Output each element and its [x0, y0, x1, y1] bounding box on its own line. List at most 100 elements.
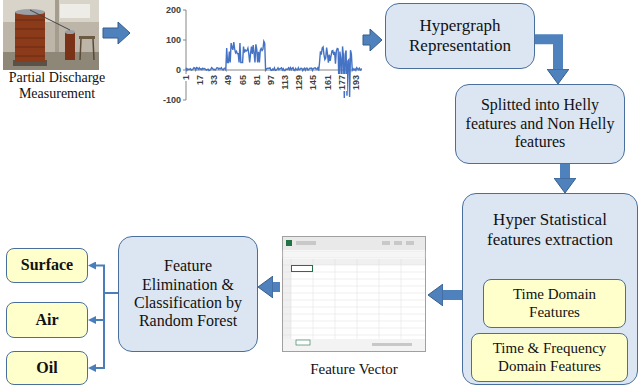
sheet-grid [283, 279, 425, 280]
spreadsheet-picture [283, 237, 425, 250]
branch-arrow [96, 293, 118, 368]
x-tick-label: 97 [266, 74, 276, 86]
block-arrow [535, 39, 558, 69]
sheet-grid [283, 335, 425, 336]
y-tick-label: 100 [150, 35, 182, 45]
x-tick-label: 145 [308, 74, 318, 91]
x-tick-label: 177 [337, 74, 347, 91]
x-tick-label: 193 [351, 74, 361, 91]
spreadsheet-picture [296, 340, 310, 345]
sheet-grid [283, 300, 425, 301]
pd-signal-chart [183, 100, 186, 101]
block-arrow [363, 29, 382, 51]
box-label: Air [35, 311, 58, 329]
pd-signal-chart [183, 10, 186, 11]
measurement-photo [15, 47, 45, 48]
signal-trace [186, 41, 362, 98]
class-box: Air [6, 302, 88, 338]
measurement-photo [15, 9, 45, 15]
sheet-grid [335, 259, 336, 339]
sheet-grid [283, 286, 425, 287]
block-arrow [103, 22, 130, 44]
box-label: Hyper Statistical features extraction [471, 210, 629, 249]
spreadsheet-picture [372, 343, 412, 346]
measurement-photo [79, 36, 95, 39]
feature-box: Time Domain Features [483, 279, 626, 328]
spreadsheet-picture [283, 251, 425, 258]
box-label: Oil [36, 359, 57, 377]
class-box: Oil [6, 351, 88, 385]
x-tick-label: 49 [223, 74, 233, 86]
class-box: Surface [6, 248, 88, 283]
measurement-photo [65, 32, 75, 60]
y-tick-label: 0 [150, 65, 182, 75]
x-tick-label: 129 [294, 74, 304, 91]
measurement-photo [15, 20, 45, 21]
y-tick-label: -100 [150, 95, 182, 105]
measurement-photo [15, 56, 45, 57]
x-tick-label: 161 [323, 74, 333, 91]
spreadsheet-picture [286, 240, 292, 246]
x-tick-label: 33 [209, 74, 219, 86]
sheet-grid [357, 259, 358, 339]
sheet-grid [283, 328, 425, 329]
pd-signal-chart [150, 0, 364, 112]
measurement-photo [3, 0, 99, 70]
process-box: Splitted into Helly features and Non Hel… [455, 84, 625, 164]
measurement-photo [3, 0, 99, 70]
measurement-photo [15, 29, 45, 30]
feature-box: Time & Frequency Domain Features [471, 333, 628, 382]
sheet-grid [379, 259, 380, 339]
spreadsheet-picture [292, 266, 313, 272]
spreadsheet-picture [382, 241, 390, 245]
spreadsheet-picture [296, 241, 316, 245]
box-label: Time Domain Features [489, 286, 620, 321]
sheet-grid [283, 314, 425, 315]
x-tick-label: 17 [195, 74, 205, 86]
spreadsheet-picture [283, 259, 425, 265]
box-label: Splitted into Helly features and Non Hel… [465, 96, 615, 151]
x-tick-label: 65 [238, 74, 248, 86]
measurement-photo [80, 39, 81, 60]
measurement-photo [30, 10, 70, 30]
measurement-photo [93, 39, 94, 60]
block-arrow [443, 290, 462, 300]
process-box: Hypergraph Representation [385, 3, 535, 69]
box-label: Partial Discharge Measurement [3, 70, 111, 102]
x-tick-label: 113 [280, 74, 290, 91]
block-arrow [560, 164, 570, 178]
branch-arrow [96, 266, 118, 294]
measurement-photo [65, 30, 75, 34]
group-box: Hyper Statistical features extractionTim… [462, 193, 638, 385]
spreadsheet-picture [406, 241, 414, 245]
y-tick-label: 200 [150, 5, 182, 15]
box-label: Feature Elimination & Classification by … [127, 257, 249, 331]
block-arrow [273, 282, 280, 292]
spreadsheet-picture [283, 259, 291, 339]
box-label: Surface [21, 256, 73, 274]
measurement-photo [15, 12, 45, 62]
pd-signal-chart [183, 70, 186, 71]
spreadsheet-picture [283, 237, 426, 352]
spreadsheet-picture [394, 241, 402, 245]
y-axis [186, 10, 187, 100]
process-box: Feature Elimination & Classification by … [118, 236, 258, 352]
sheet-grid [283, 307, 425, 308]
sheet-grid [401, 259, 402, 339]
pd-signal-chart [183, 40, 186, 41]
box-label: Feature Vector [310, 361, 398, 378]
branch-arrow [96, 293, 118, 320]
sheet-grid [283, 321, 425, 322]
measurement-photo [15, 38, 45, 39]
x-tick-label: 81 [252, 74, 262, 86]
box-label: Hypergraph Representation [394, 16, 526, 55]
sheet-grid [283, 259, 425, 339]
sheet-caption-node: Feature Vector [280, 234, 428, 384]
photo-caption-node: Partial Discharge Measurement [1, 0, 113, 104]
spreadsheet-picture [283, 339, 425, 351]
x-tick-label: 1 [181, 74, 191, 81]
sheet-grid [283, 293, 425, 294]
measurement-photo [60, 4, 90, 18]
spreadsheet-picture [282, 236, 426, 352]
